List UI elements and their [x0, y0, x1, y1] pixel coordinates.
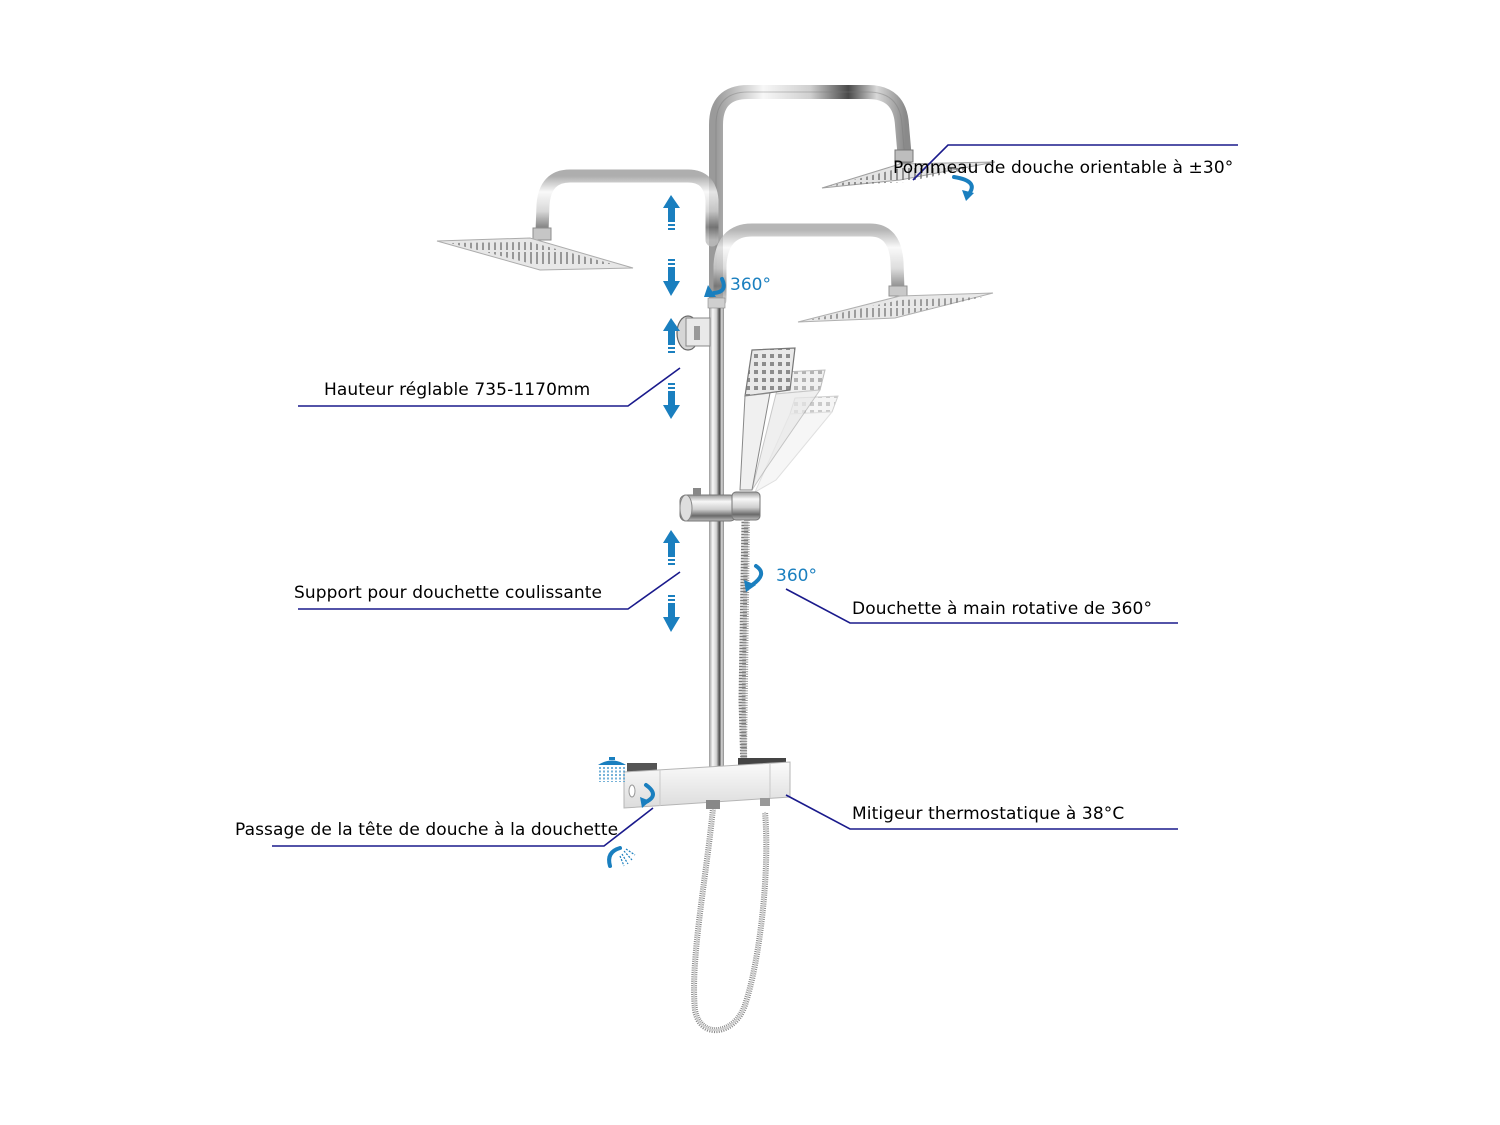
arm-rotation-badge: 360° — [730, 275, 771, 295]
callout-height: Hauteur réglable 735-1170mm — [324, 380, 591, 400]
slide-holder — [679, 488, 761, 522]
hose-rotation-badge: 360° — [776, 566, 817, 586]
riser-bar — [709, 300, 724, 780]
callout-thermostat: Mitigeur thermostatique à 38°C — [852, 804, 1125, 824]
callout-head-tilt: Pommeau de douche orientable à ±30° — [893, 158, 1234, 178]
up-arrow-icon — [663, 195, 680, 230]
top-shower-arm — [709, 85, 996, 507]
rain-shower-icon — [598, 757, 626, 782]
callout-slider: Support pour douchette coulissante — [294, 583, 603, 603]
hand-shower — [739, 347, 839, 494]
callout-hand-rotate: Douchette à main rotative de 360° — [852, 599, 1153, 619]
right-shower-arm — [713, 223, 994, 323]
height-arrows — [663, 195, 680, 632]
down-arrow-icon — [663, 259, 680, 296]
rotate-arrow-icon — [750, 564, 764, 587]
wall-bracket — [676, 315, 711, 351]
rotate-arrow-icon — [712, 277, 726, 295]
leader-lines — [272, 144, 1238, 847]
up-arrow-icon — [663, 530, 680, 565]
up-arrow-icon — [663, 318, 680, 353]
callout-diverter: Passage de la tête de douche à la douche… — [235, 820, 619, 840]
down-arrow-icon — [663, 383, 680, 419]
thermostatic-mixer — [623, 758, 791, 809]
down-arrow-icon — [663, 595, 680, 632]
hand-shower-icon — [607, 846, 636, 868]
left-shower-arm — [436, 169, 719, 271]
